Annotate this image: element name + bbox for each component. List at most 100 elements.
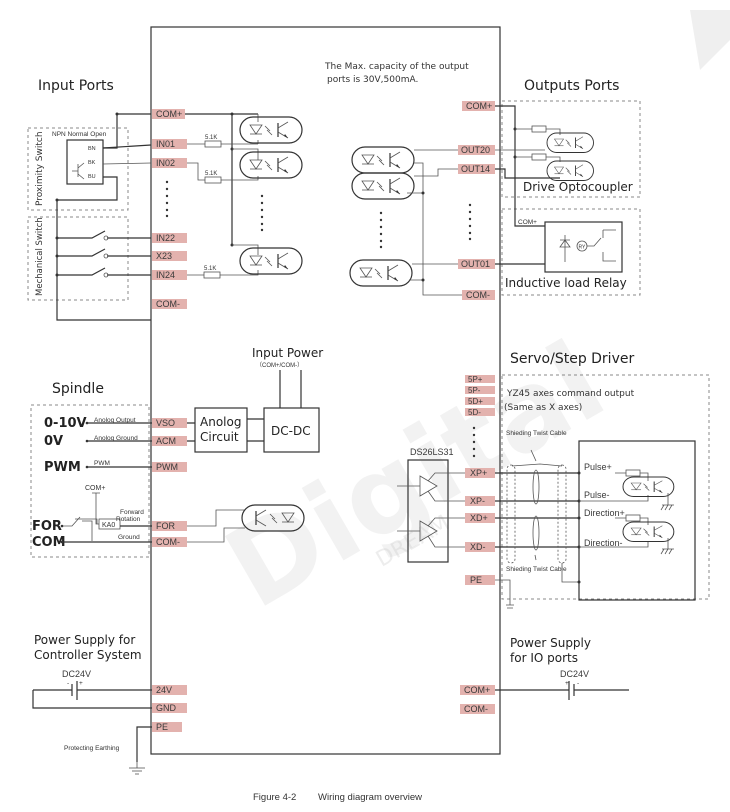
mechanical-switch-label: Mechanical Switch (35, 217, 45, 296)
ground-label: Ground (118, 534, 140, 541)
svg-text:GND: GND (156, 703, 177, 713)
input-pin-com-minus: COM- (152, 299, 187, 309)
output-pin-com-minus: COM- (462, 290, 495, 300)
mechanical-switch-box (27, 216, 129, 301)
ds26ls31-chip (407, 459, 449, 563)
dc24v-controller-label: DC24V (62, 669, 91, 679)
relay-coil-label: RY (579, 245, 587, 251)
dc-dc-label: DC-DC (271, 424, 311, 438)
figure-title: Wiring diagram overview (318, 792, 422, 803)
output-optocoupler-2 (351, 172, 415, 200)
power-io-section: Power Supply for IO ports DC24V +- COM+ … (460, 636, 629, 714)
servo-pin-xp-plus: XP+ (465, 468, 495, 478)
output-optocoupler-1 (351, 146, 415, 174)
npn-sensor (66, 139, 104, 185)
resistor-label-2: 5.1K (205, 171, 217, 177)
svg-text:XD-: XD- (470, 542, 486, 552)
svg-text:IN22: IN22 (156, 233, 175, 243)
pulse-minus-label: Pulse- (584, 490, 610, 500)
svg-text:5P+: 5P+ (468, 375, 483, 384)
servo-box (501, 374, 710, 600)
input-optocoupler-1 (239, 116, 303, 144)
servo-driver-box (578, 440, 696, 601)
ds26ls31-label: DS26LS31 (410, 447, 454, 457)
wire-bu: BU (88, 174, 96, 180)
spindle-pin-for: FOR (152, 521, 187, 531)
power-pin-gnd: GND (152, 703, 187, 713)
input-pin-x23: X23 (152, 251, 187, 261)
output-pin-out20: OUT20 (458, 145, 495, 155)
relay-com-label: COM+ (518, 219, 537, 226)
svg-text:COM+: COM+ (156, 109, 182, 119)
npn-transistor-icon (72, 162, 85, 180)
input-ports-title: Input Ports (38, 78, 114, 94)
relay-label: Inductive load Relay (505, 276, 627, 290)
wire-pwm: PWM (94, 460, 110, 467)
svg-text:OUT20: OUT20 (461, 145, 490, 155)
servo-pin-5p-plus: 5P+ (465, 375, 495, 384)
spindle-signal-for: FOR (32, 519, 62, 534)
servo-pin-5d-minus: 5D- (465, 408, 495, 417)
io-pin-com-plus: COM+ (460, 685, 495, 695)
spindle-signal-0-10v: 0-10V (44, 416, 87, 431)
dc-dc-block (263, 407, 320, 453)
relay-box (501, 208, 641, 296)
spindle-pin-vso: VSO (152, 418, 187, 428)
power-controller-title-2: Controller System (34, 648, 142, 662)
io-battery-icon (495, 681, 629, 700)
capacity-note-2: ports is 30V,500mA. (327, 75, 418, 85)
servo-title: Servo/Step Driver (510, 351, 634, 367)
servo-section: Servo/Step Driver YZ45 axes command outp… (397, 351, 710, 609)
capacity-note-1: The Max. capacity of the output (324, 62, 469, 72)
svg-text:COM+: COM+ (464, 685, 490, 695)
spindle-pin-acm: ACM (152, 436, 187, 446)
protecting-earthing-label: Protecting Earthing (64, 745, 120, 752)
spindle-signal-0v: 0V (44, 434, 63, 449)
spindle-pin-pwm: PWM (152, 462, 187, 472)
input-pin-in22: IN22 (152, 233, 187, 243)
svg-text:COM-: COM- (464, 704, 488, 714)
figure-number: Figure 4-2 (253, 792, 296, 803)
spindle-signal-pwm: PWM (44, 460, 81, 475)
resistor-label-1: 5.1K (205, 135, 217, 141)
ka0-label: KA0 (102, 522, 115, 529)
servo-pin-xp-minus: XP- (465, 496, 495, 506)
svg-text:VSO: VSO (156, 418, 175, 428)
forward-label-1: Forward (120, 509, 144, 516)
drive-optocoupler-1 (546, 132, 594, 153)
output-pin-com-plus: COM+ (462, 101, 495, 111)
dc24v-io-label: DC24V (560, 669, 589, 679)
npn-type-label: NPN Normal Open (52, 131, 107, 138)
input-ports-section: Input Ports Proximity Switch Mechanical … (27, 78, 303, 321)
cable-label-top: Shieding Twist Cable (506, 430, 567, 437)
power-controller-section: Power Supply for Controller System DC24V… (32, 633, 187, 775)
wire-analog-ground: Anolog Ground (94, 435, 138, 442)
svg-text:+: + (79, 680, 83, 687)
direction-optocoupler (622, 521, 675, 542)
analog-block-line2: Circuit (200, 430, 239, 444)
svg-text:ACM: ACM (156, 436, 176, 446)
spindle-title: Spindle (52, 381, 104, 397)
controller-body (150, 26, 501, 755)
svg-text:PE: PE (470, 575, 482, 585)
cable-label-bottom: Shieding Twist Cable (506, 566, 567, 573)
output-ports-section: Outputs Ports Drive Optocoupler Inductiv… (349, 78, 641, 300)
svg-text:-: - (67, 680, 69, 687)
output-pin-out01: OUT01 (458, 259, 495, 269)
drive-optocoupler-label: Drive Optocoupler (523, 180, 633, 194)
svg-text:XP+: XP+ (470, 468, 487, 478)
spindle-signal-com: COM (32, 535, 66, 550)
input-power-title: Input Power (252, 346, 323, 360)
ka0-relay (98, 518, 121, 530)
input-pin-in24: IN24 (152, 270, 187, 280)
pulse-optocoupler (622, 476, 675, 497)
pulse-plus-label: Pulse+ (584, 462, 612, 472)
svg-text:XP-: XP- (470, 496, 485, 506)
wire-analog-output: Anolog Output (94, 417, 136, 424)
servo-pin-5d-plus: 5D+ (465, 397, 495, 406)
servo-desc-1: YZ45 axes command output (506, 389, 635, 399)
svg-text:COM-: COM- (156, 299, 180, 309)
power-io-title-2: for IO ports (510, 651, 578, 665)
servo-pin-pe: PE (465, 575, 495, 585)
